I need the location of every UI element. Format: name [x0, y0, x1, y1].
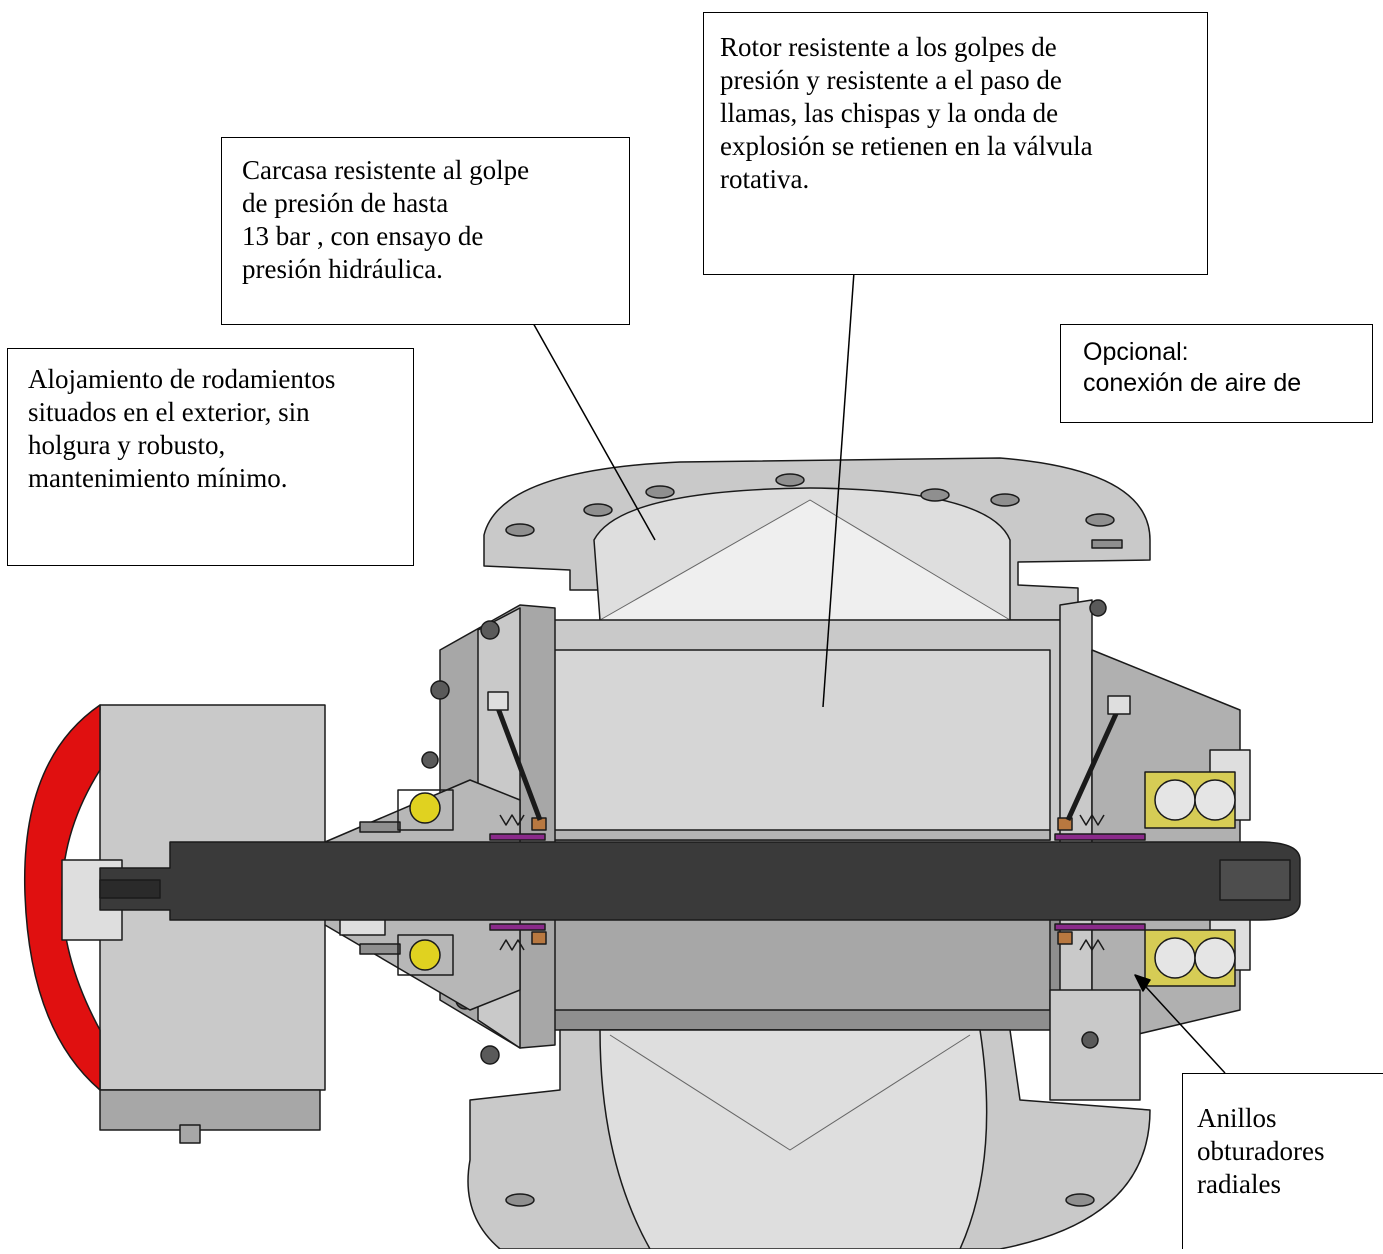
bottom-outlet-flange	[467, 1029, 1151, 1250]
callout-rotor: Rotor resistente a los golpes de presión…	[703, 12, 1208, 275]
callout-seal-rings: Anillos obturadores radiales	[1182, 1073, 1383, 1249]
drive-housing	[23, 704, 356, 1144]
rotor-housing	[519, 619, 1081, 1031]
top-inlet-flange	[483, 457, 1151, 621]
callout-optional-air-text: Opcional: conexión de aire de	[1083, 338, 1302, 397]
right-bearing	[1144, 771, 1236, 987]
left-bearing	[397, 789, 454, 976]
callout-bearing-housing-text: Alojamiento de rodamientos situados en e…	[28, 364, 336, 493]
callout-optional-air: Opcional: conexión de aire de	[1060, 324, 1373, 423]
callout-bearing-housing: Alojamiento de rodamientos situados en e…	[7, 348, 414, 566]
air-connection-fittings	[487, 691, 1131, 822]
callout-housing-text: Carcasa resistente al golpe de presión d…	[242, 155, 530, 284]
callout-seal-rings-text: Anillos obturadores radiales	[1197, 1103, 1325, 1199]
callout-rotor-text: Rotor resistente a los golpes de presión…	[720, 32, 1093, 194]
shaft	[99, 841, 1301, 921]
callout-housing: Carcasa resistente al golpe de presión d…	[221, 137, 630, 325]
leader-lines	[509, 257, 1226, 1074]
radial-seal-rings	[489, 814, 1146, 951]
